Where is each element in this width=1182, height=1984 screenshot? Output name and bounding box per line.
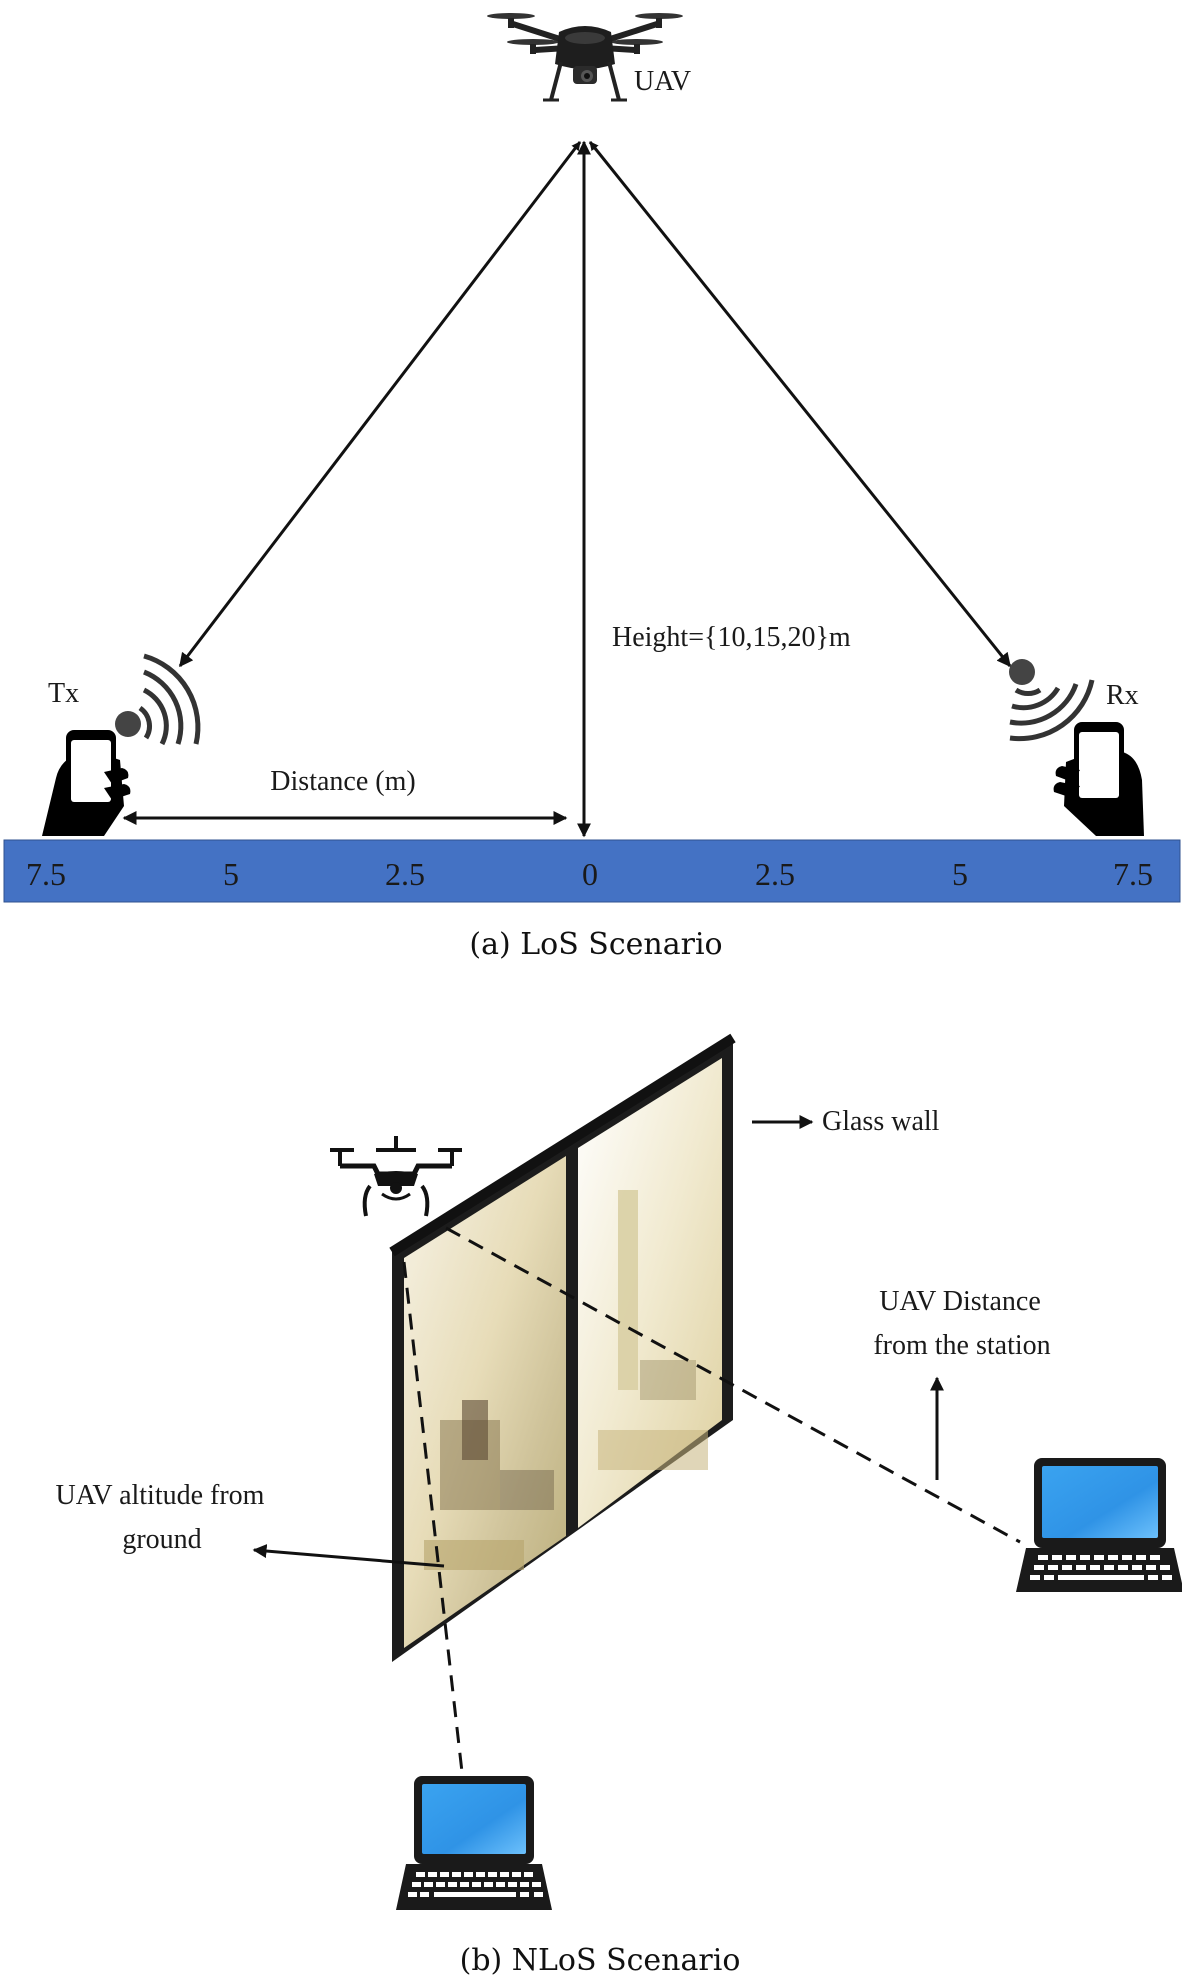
rx-signal-icon <box>1009 659 1095 742</box>
los-caption: (a) LoS Scenario <box>469 927 722 962</box>
uav-altitude-label-line1: UAV altitude from <box>56 1480 265 1511</box>
nlos-drone-icon <box>330 1136 462 1217</box>
ground-tick-labels: 7.5 5 2.5 0 2.5 5 7.5 <box>26 856 1153 892</box>
distance-label: Distance (m) <box>270 766 415 797</box>
nlos-caption: (b) NLoS Scenario <box>460 1943 741 1978</box>
rx-label: Rx <box>1106 680 1139 711</box>
distance-dashed-line <box>445 1226 1021 1544</box>
nlos-scenario: Glass wall UAV Distance from the station… <box>56 1033 1182 1978</box>
ground-tick-label: 5 <box>223 856 239 892</box>
ground-tick-label: 2.5 <box>385 856 425 892</box>
ground-laptop-icon <box>396 1776 552 1910</box>
glass-wall <box>389 1033 736 1662</box>
ground-bar <box>3 839 1181 903</box>
tx-signal-icon <box>115 653 201 746</box>
uav-altitude-label-line2: ground <box>122 1524 201 1555</box>
rx-phone-icon <box>1053 722 1144 836</box>
uav-distance-label-line2: from the station <box>873 1330 1050 1361</box>
uav-to-rx-arrow <box>588 141 1012 668</box>
uav-altitude-arrow <box>252 1544 445 1568</box>
tx-label: Tx <box>48 678 79 709</box>
ground-tick-label: 2.5 <box>755 856 795 892</box>
station-laptop-icon <box>1016 1458 1182 1592</box>
ground-tick-label: 5 <box>952 856 968 892</box>
ground-tick-label: 7.5 <box>1113 856 1153 892</box>
ground-tick-label: 0 <box>582 856 598 892</box>
uav-label: UAV <box>634 66 691 97</box>
uav-drone-icon <box>487 13 683 102</box>
tx-phone-icon <box>42 730 131 836</box>
ground-tick-label: 7.5 <box>26 856 66 892</box>
uav-to-tx-arrow <box>178 141 582 668</box>
uav-distance-label-line1: UAV Distance <box>879 1286 1041 1317</box>
height-label: Height={10,15,20}m <box>612 622 851 653</box>
glass-wall-label: Glass wall <box>822 1106 940 1137</box>
altitude-dashed-line <box>402 1261 464 1773</box>
los-scenario: UAV Height={10,15,20}m Tx <box>3 13 1181 962</box>
